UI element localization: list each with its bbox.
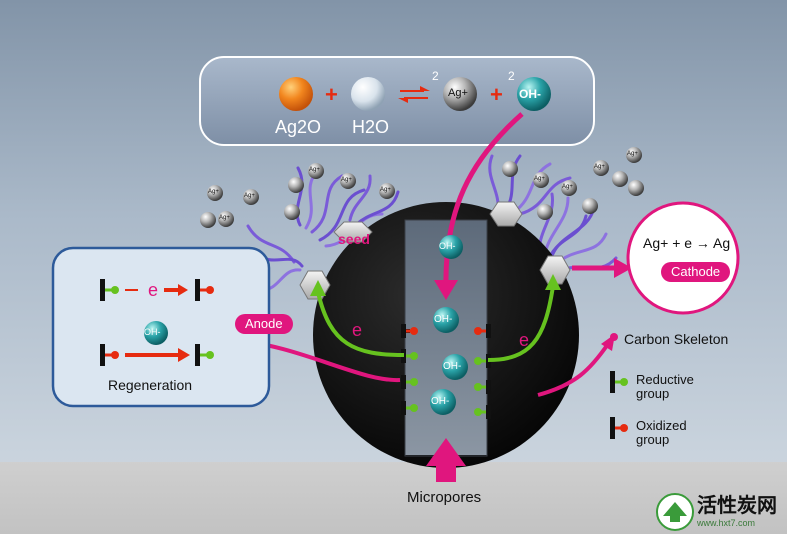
electron-label: e	[148, 280, 159, 300]
plus-sign: +	[325, 82, 338, 107]
legend-carbon-skeleton: Carbon Skeleton	[624, 331, 729, 347]
oh-ion-particle	[517, 77, 551, 111]
ag-ion-text: Ag+	[309, 167, 320, 173]
oh-text: OH-	[434, 314, 453, 325]
ag2o-label: Ag2O	[275, 117, 322, 137]
legend-reductive-group: Reductive group	[636, 372, 694, 401]
electron-label: e	[352, 320, 363, 340]
electron-path-left	[316, 291, 405, 357]
ag-ion-text: Ag+	[244, 193, 255, 199]
oh-ion	[433, 307, 459, 333]
top-right-hexagon	[489, 201, 523, 227]
silver-ions	[200, 147, 644, 228]
electron-label: e	[519, 330, 530, 350]
seed-label: seed	[338, 231, 370, 247]
cathode-reaction: Ag+ + e → Ag	[643, 235, 731, 251]
ag2o-particle	[279, 77, 313, 111]
cathode-circle	[626, 201, 740, 315]
legend-oxidized-group: Oxidized group	[636, 418, 687, 447]
oh-flow-arrow	[443, 112, 524, 291]
ag-ion-text: Ag+	[208, 189, 219, 195]
anode-label: Anode	[235, 314, 293, 334]
ag-ion-text: Ag+	[594, 164, 605, 170]
watermark-title: 活性炭网	[697, 495, 777, 517]
seed-hexagon	[333, 221, 373, 243]
micropores-arrow	[426, 438, 466, 482]
ag-ion-text: Ag+	[627, 151, 638, 157]
oh-ion	[430, 389, 456, 415]
electron-path-right	[487, 285, 555, 362]
regeneration-label: Regeneration	[108, 377, 193, 393]
ag-ion-text: Ag+	[341, 177, 352, 183]
cathode-label: Cathode	[661, 262, 731, 282]
ag-ion-text: Ag+	[380, 187, 391, 193]
plus-sign: +	[490, 82, 503, 107]
ag-ion-text: Ag+	[534, 176, 545, 182]
micropore-channel	[405, 220, 487, 455]
oh-text: OH-	[439, 241, 456, 251]
h2o-particle	[351, 77, 385, 111]
oh-text: OH-	[144, 327, 161, 337]
ag-ion-label: Ag+	[448, 87, 468, 99]
watermark-url: www.hxt7.com	[697, 518, 756, 528]
ag-ion-text: Ag+	[219, 215, 230, 221]
coefficient-oh: 2	[508, 69, 515, 83]
micropores-label: Micropores	[407, 489, 482, 506]
coefficient-ag: 2	[432, 69, 439, 83]
oh-ion	[442, 354, 468, 380]
oh-ion	[439, 235, 463, 259]
oh-ion	[144, 321, 168, 345]
oh-text: OH-	[443, 361, 462, 372]
h2o-label: H2O	[352, 117, 390, 137]
ag-ion-text: Ag+	[562, 184, 573, 190]
oh-ion-label: OH-	[519, 87, 541, 101]
carbon-skeleton-pointer	[537, 342, 610, 397]
ag-ion-particle	[443, 77, 477, 111]
floor	[0, 462, 787, 534]
oh-text: OH-	[431, 396, 450, 407]
